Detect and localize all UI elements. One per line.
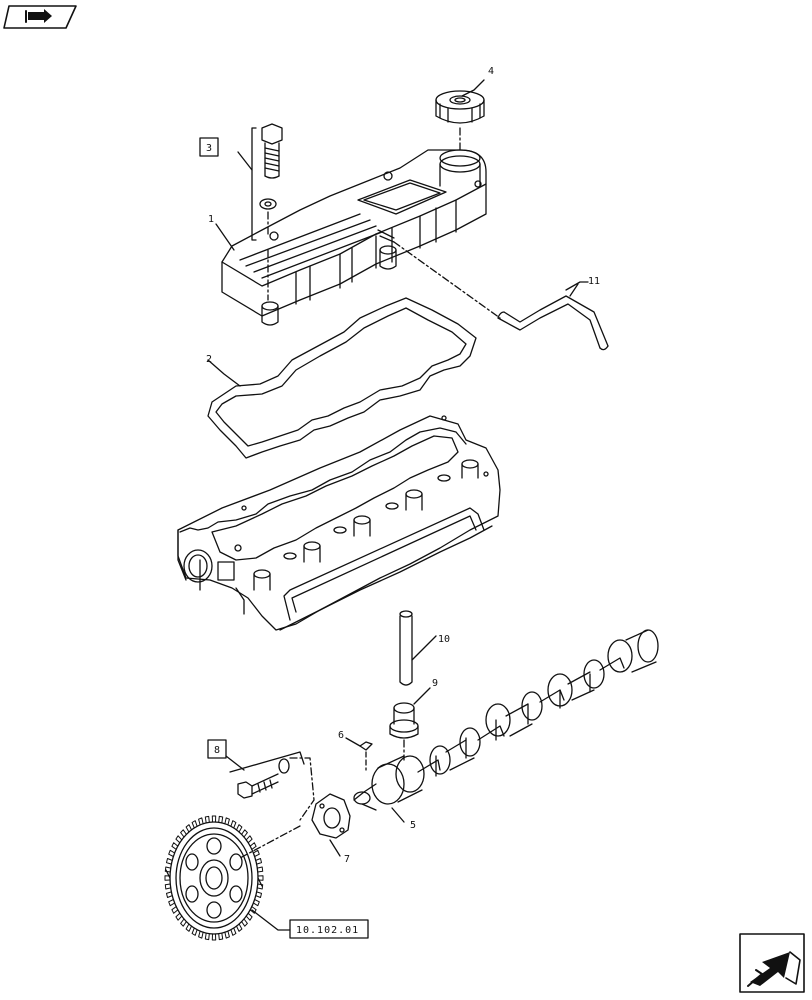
- leader-4: [461, 79, 485, 97]
- part-cylinder-head: [177, 415, 501, 631]
- callout-box-8: [207, 739, 227, 759]
- leader-5: [391, 807, 405, 823]
- reference-label: 10.102.01: [296, 925, 359, 936]
- part-gear-bolt: [229, 751, 305, 799]
- next-arrow-icon: [747, 951, 801, 987]
- part-camshaft: [353, 629, 659, 811]
- callout-label-2: 2: [206, 354, 212, 365]
- part-bolt-washer: [237, 123, 283, 301]
- leader-9: [413, 687, 431, 705]
- leader-ref: [251, 909, 291, 931]
- leader-8: [225, 755, 245, 771]
- callout-label-5: 5: [410, 820, 416, 831]
- breather-centerline: [393, 241, 501, 319]
- part-filler-cap: [435, 90, 485, 151]
- bolt-centerline: [289, 757, 315, 821]
- leader-11: [565, 281, 589, 291]
- callout-label-7: 7: [344, 854, 350, 865]
- part-thrust-plate: [311, 793, 351, 839]
- gear-teeth: [164, 815, 264, 941]
- gear-centerline: [239, 825, 301, 859]
- callout-label-6: 6: [338, 730, 344, 741]
- reference-box[interactable]: [289, 919, 369, 939]
- callout-label-3: 3: [206, 143, 212, 154]
- leader-2: [207, 359, 241, 387]
- leader-6: [345, 737, 361, 747]
- part-pushrod: [399, 610, 413, 686]
- part-valve-cover: [221, 149, 487, 326]
- leader-10: [411, 635, 437, 661]
- gear-tooth-outline: [164, 815, 264, 941]
- back-nav-button[interactable]: [3, 5, 77, 29]
- callout-label-11: 11: [588, 276, 600, 287]
- callout-label-9: 9: [432, 678, 438, 689]
- part-key: [359, 741, 373, 771]
- callout-label-4: 4: [488, 66, 494, 77]
- back-arrow-icon: [25, 9, 52, 23]
- callout-label-1: 1: [208, 214, 214, 225]
- callout-label-8: 8: [214, 745, 220, 756]
- part-gasket: [207, 297, 477, 459]
- leader-1: [215, 223, 235, 251]
- part-tappet: [389, 702, 419, 761]
- leader-7: [329, 839, 341, 857]
- callout-box-3: [199, 137, 219, 157]
- callout-label-10: 10: [438, 634, 450, 645]
- next-nav-button[interactable]: [739, 933, 805, 993]
- part-breather-hose: [497, 283, 609, 351]
